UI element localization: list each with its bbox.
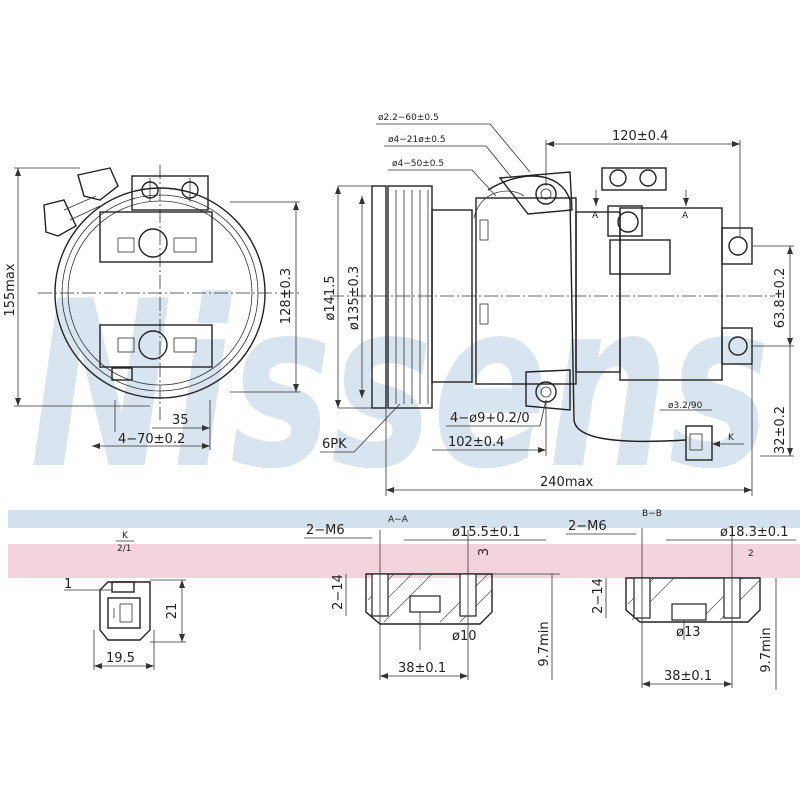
section-mark-left: A xyxy=(592,211,599,221)
section-b-bore-label: ø18.3±0.1 xyxy=(720,525,788,540)
section-b-thread-label: 2−M6 xyxy=(568,519,607,534)
connector-view-scale: 2/1 xyxy=(117,544,131,554)
tolerance-label-1: ø2.2−60±0.5 xyxy=(378,113,439,123)
front-vertical-label: 128±0.3 xyxy=(279,268,294,324)
section-b-spacing-label: 38±0.1 xyxy=(664,669,712,684)
connector-view-title: K xyxy=(122,531,129,541)
section-b-depth-label: 2 xyxy=(748,549,754,559)
section-mark-right: A xyxy=(682,211,689,221)
width-120-label: 120±0.4 xyxy=(612,129,668,144)
front-view: 155max 128±0.3 35 4−70±0.2 xyxy=(3,165,300,450)
mount-holes-label: 4−ø9+0.2/0 xyxy=(450,411,530,426)
section-a-thread-depth-label: 2−14 xyxy=(331,574,346,610)
red-band xyxy=(8,544,800,578)
connector-mark: K xyxy=(728,433,735,443)
section-b-view: B−B 2−M6 ø18.3±0.1 2 2−14 ø13 38±0.1 9.7… xyxy=(566,509,796,690)
section-a-min-depth-label: 9.7min xyxy=(537,621,552,666)
hub-diameter-label: ø135±0.3 xyxy=(347,266,362,330)
section-a-bore-label: ø15.5±0.1 xyxy=(452,525,520,540)
right-height-label: 63.8±0.2 xyxy=(773,268,788,329)
section-b-thread-depth-label: 2−14 xyxy=(591,578,606,614)
side-view: A A K ø3.2/90 ø2.2−60±0.5 ø4−21ø±0.5 ø4−… xyxy=(320,113,794,496)
tolerance-label-2: ø4−21ø±0.5 xyxy=(388,135,446,145)
small-wire-label: ø3.2/90 xyxy=(668,401,703,411)
watermark-logo: Nissens xyxy=(30,253,770,520)
pulley-diameter-label: ø141.5 xyxy=(323,275,338,320)
section-a-inner-bore-label: ø10 xyxy=(452,629,477,644)
section-b-title: B−B xyxy=(642,509,662,519)
section-b-min-depth-label: 9.7min xyxy=(759,627,774,672)
section-a-depth-label: 3 xyxy=(477,548,492,556)
front-height-label: 155max xyxy=(3,263,18,316)
connector-height-label: 21 xyxy=(165,603,180,620)
section-a-thread-label: 2−M6 xyxy=(306,523,345,538)
right-height-2-label: 32±0.2 xyxy=(773,406,788,454)
tolerance-label-3: ø4−50±0.5 xyxy=(392,159,444,169)
connector-pin-label: 1 xyxy=(64,577,72,592)
connector-width-label: 19.5 xyxy=(106,651,135,666)
dim-102-label: 102±0.4 xyxy=(448,435,504,450)
front-spacing-label: 4−70±0.2 xyxy=(118,432,185,447)
section-b-inner-bore-label: ø13 xyxy=(676,625,701,640)
section-a-title: A−A xyxy=(388,515,409,525)
section-a-view: A−A 2−M6 ø15.5±0.1 3 2−14 ø10 38±0.1 xyxy=(304,515,560,680)
pulley-type-label: 6PK xyxy=(322,437,347,452)
section-a-spacing-label: 38±0.1 xyxy=(398,661,446,676)
blue-band xyxy=(8,510,800,528)
front-pitch-label: 35 xyxy=(172,413,189,428)
connector-view: K 2/1 1 21 19.5 xyxy=(64,531,186,670)
overall-length-label: 240max xyxy=(540,475,593,490)
